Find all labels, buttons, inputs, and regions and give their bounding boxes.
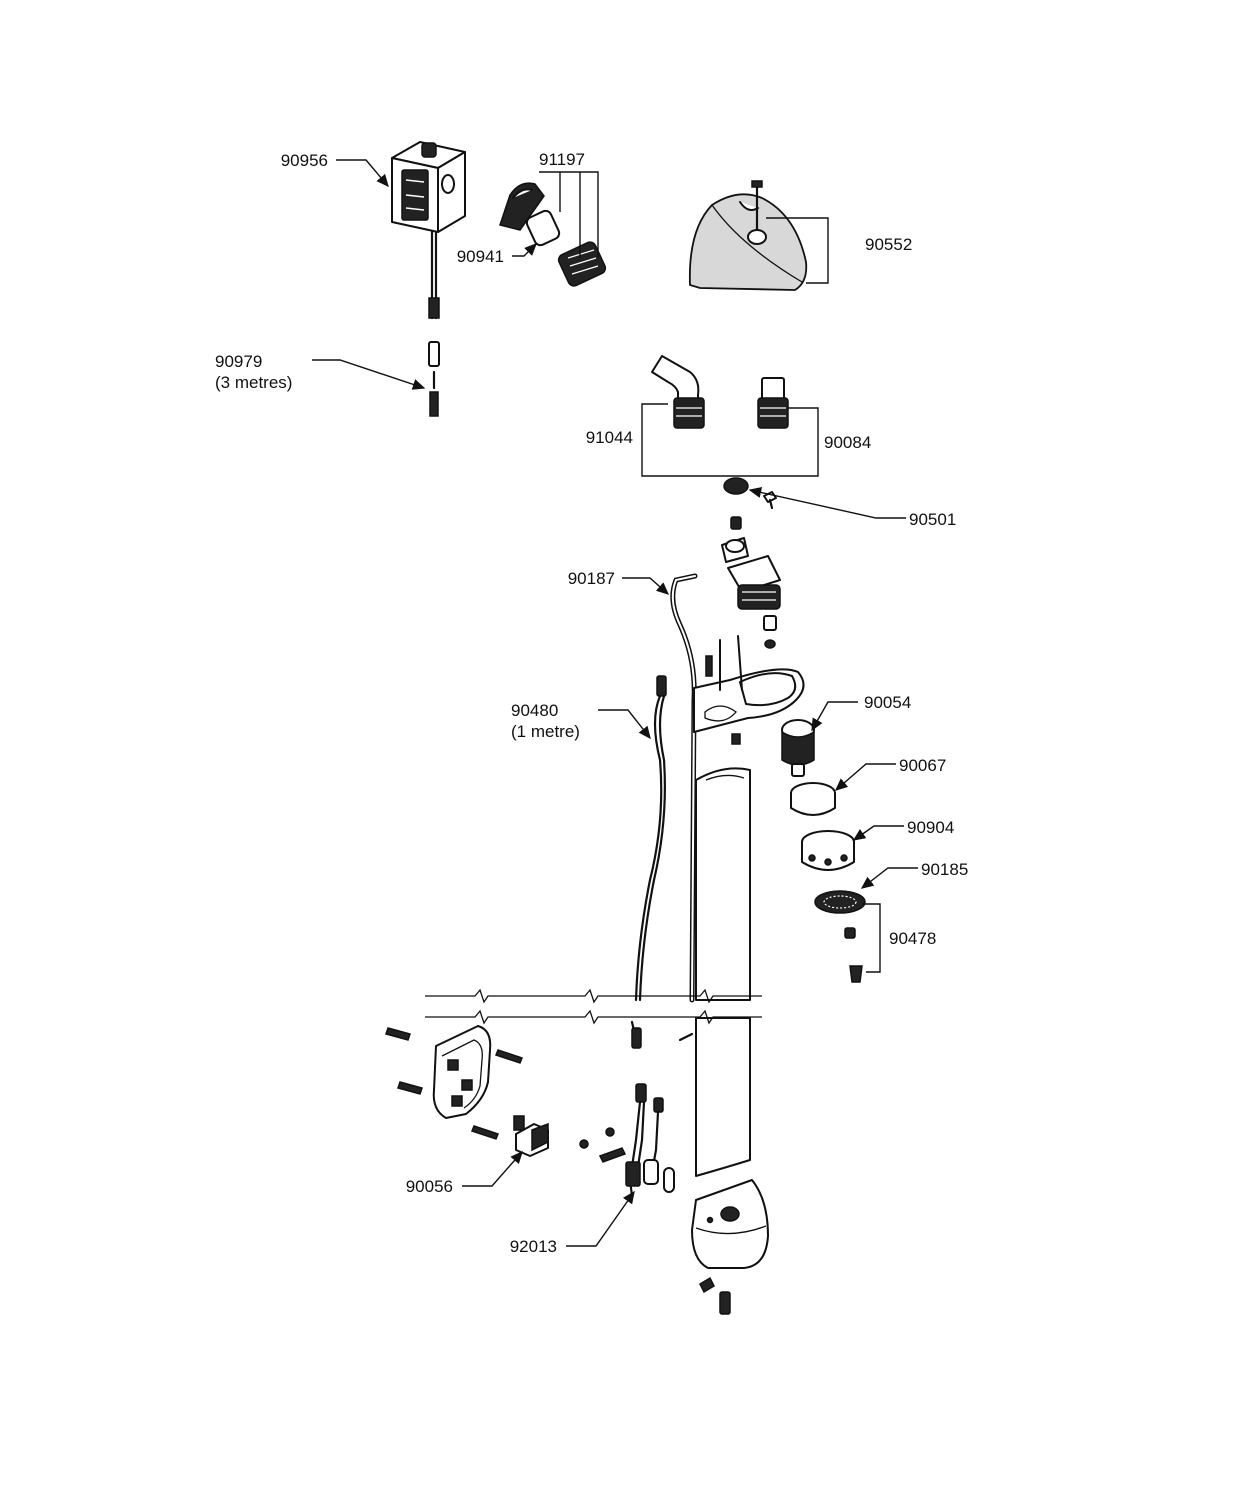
valve-assembly — [721, 516, 781, 649]
pipe-90187 — [670, 573, 698, 1003]
label-90941: 90941 — [457, 247, 504, 266]
label-90478: 90478 — [889, 929, 936, 948]
wall-bracket — [385, 1025, 523, 1140]
label-90552: 90552 — [865, 235, 912, 254]
label-90979: 90979 — [215, 352, 262, 371]
lower-cables — [630, 1020, 694, 1049]
label-90480-length: (1 metre) — [511, 722, 580, 741]
body-bracket — [693, 635, 805, 745]
control-box-90956 — [391, 141, 466, 320]
label-90979-length: (3 metres) — [215, 373, 292, 392]
label-90056: 90056 — [406, 1177, 453, 1196]
connector-90056 — [513, 1115, 549, 1157]
label-91044: 91044 — [586, 428, 633, 447]
label-90480: 90480 — [511, 701, 558, 720]
sensor-kit-91197 — [499, 182, 607, 287]
label-90956: 90956 — [281, 151, 328, 170]
label-91197: 91197 — [539, 150, 585, 169]
leader-lines — [312, 159, 918, 1247]
label-90054: 90054 — [864, 693, 911, 712]
label-90185: 90185 — [921, 860, 968, 879]
callout-labels: 90956 91197 90941 90552 90979 (3 metres)… — [215, 150, 968, 1256]
ring-90067 — [790, 782, 836, 816]
straight-connector-90084 — [757, 377, 789, 429]
label-90067: 90067 — [899, 756, 946, 775]
break-lines — [425, 988, 762, 1025]
washer-90501 — [723, 477, 777, 510]
wiring-loom-92013 — [579, 1083, 675, 1198]
label-90084: 90084 — [824, 433, 871, 452]
cable-90979 — [428, 341, 440, 417]
label-90187: 90187 — [568, 569, 615, 588]
label-92013: 92013 — [510, 1237, 557, 1256]
screw-pack-90478 — [844, 927, 863, 983]
lead-90480 — [634, 675, 667, 1002]
spray-plate-90185 — [814, 890, 866, 914]
cartridge-90054 — [781, 719, 815, 777]
end-cap — [691, 1179, 769, 1315]
shroud-90552 — [688, 180, 808, 291]
label-90501: 90501 — [909, 510, 956, 529]
elbow-connector-91044 — [651, 355, 705, 429]
label-90904: 90904 — [907, 818, 954, 837]
shroud-tube — [695, 767, 751, 1177]
nut-90904 — [801, 830, 855, 871]
